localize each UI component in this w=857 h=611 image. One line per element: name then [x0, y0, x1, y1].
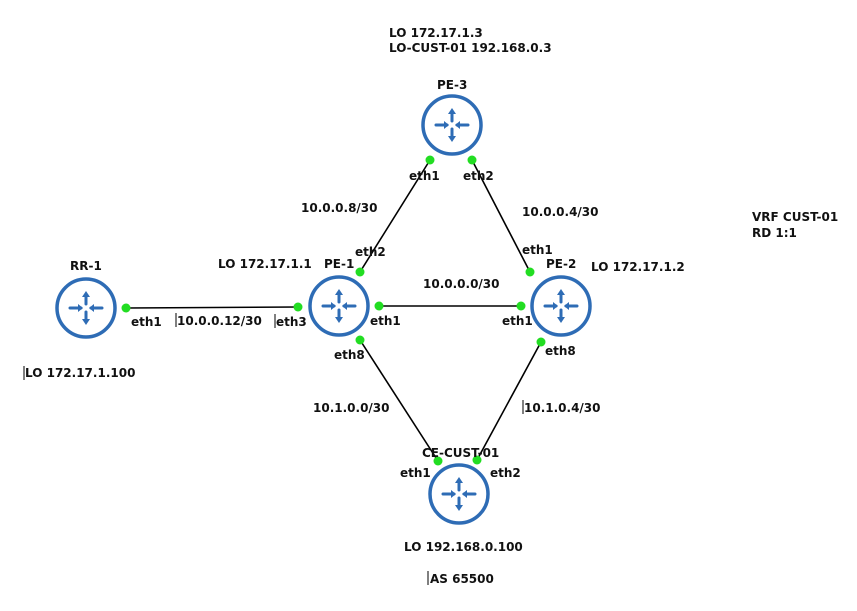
port-ce-eth2[interactable] [472, 455, 482, 465]
pe3-eth2-label: eth2 [463, 169, 494, 183]
link-pe1-ce[interactable] [359, 339, 439, 462]
router-pe1[interactable] [308, 275, 370, 337]
router-rr1[interactable] [55, 277, 117, 339]
pe1-name-label: PE-1 [324, 257, 354, 271]
pe3-eth1-label: eth1 [409, 169, 440, 183]
ports [121, 155, 546, 466]
pe1-eth3-label: eth3 [276, 315, 307, 329]
pe2-eth1-top-label: eth1 [522, 243, 553, 257]
subnet-pe2-pe3-label: 10.0.0.4/30 [522, 205, 599, 219]
port-pe1-eth1[interactable] [374, 301, 384, 311]
port-pe3-eth1[interactable] [425, 155, 435, 165]
pe3-cust-loopback-label: LO-CUST-01 192.168.0.3 [389, 41, 552, 55]
pe1-eth1-label: eth1 [370, 314, 401, 328]
vrf-name-label: VRF CUST-01 [752, 210, 838, 224]
link-pe2-ce[interactable] [476, 341, 542, 461]
rr1-eth1-label: eth1 [131, 315, 162, 329]
pe2-loopback-label: LO 172.17.1.2 [591, 260, 685, 274]
vrf-rd-label: RD 1:1 [752, 226, 797, 240]
pe1-loopback-label: LO 172.17.1.1 [218, 257, 312, 271]
link-rr1-pe1[interactable] [125, 306, 299, 309]
router-pe3[interactable] [421, 94, 483, 156]
rr1-name-label: RR-1 [70, 259, 102, 273]
ce-loopback-label: LO 192.168.0.100 [404, 540, 523, 554]
link-pe1-pe3[interactable] [359, 159, 431, 273]
port-pe2-eth8[interactable] [536, 337, 546, 347]
router-pe2[interactable] [530, 275, 592, 337]
router-ce-cust-01[interactable] [428, 463, 490, 525]
pe2-eth1-left-label: eth1 [502, 314, 533, 328]
port-pe1-eth8[interactable] [355, 335, 365, 345]
port-pe3-eth2[interactable] [467, 155, 477, 165]
as-number-label: AS 65500 [430, 572, 494, 586]
pe2-name-label: PE-2 [546, 257, 576, 271]
subnet-pe1-ce-label: 10.1.0.0/30 [313, 401, 390, 415]
pe1-eth8-label: eth8 [334, 348, 365, 362]
port-pe2-eth1-top[interactable] [525, 267, 535, 277]
pe1-eth2-label: eth2 [355, 245, 386, 259]
ce-name-label: CE-CUST-01 [422, 446, 499, 460]
rr1-loopback-label: LO 172.17.1.100 [25, 366, 135, 380]
port-pe1-eth3[interactable] [293, 302, 303, 312]
port-rr1-eth1[interactable] [121, 303, 131, 313]
port-pe1-eth2[interactable] [355, 267, 365, 277]
pe3-loopback-label: LO 172.17.1.3 [389, 26, 483, 40]
subnet-pe1-pe2-label: 10.0.0.0/30 [423, 277, 500, 291]
pe2-eth8-label: eth8 [545, 344, 576, 358]
subnet-pe1-pe3-label: 10.0.0.8/30 [301, 201, 378, 215]
link-pe2-pe3[interactable] [471, 159, 531, 273]
subnet-pe2-ce-label: 10.1.0.4/30 [524, 401, 601, 415]
subnet-rr1-pe1-label: 10.0.0.12/30 [177, 314, 262, 328]
links [125, 159, 542, 462]
ce-eth1-label: eth1 [400, 466, 431, 480]
pe3-name-label: PE-3 [437, 78, 467, 92]
port-pe2-eth1-left[interactable] [516, 301, 526, 311]
port-ce-eth1[interactable] [433, 456, 443, 466]
ce-eth2-label: eth2 [490, 466, 521, 480]
